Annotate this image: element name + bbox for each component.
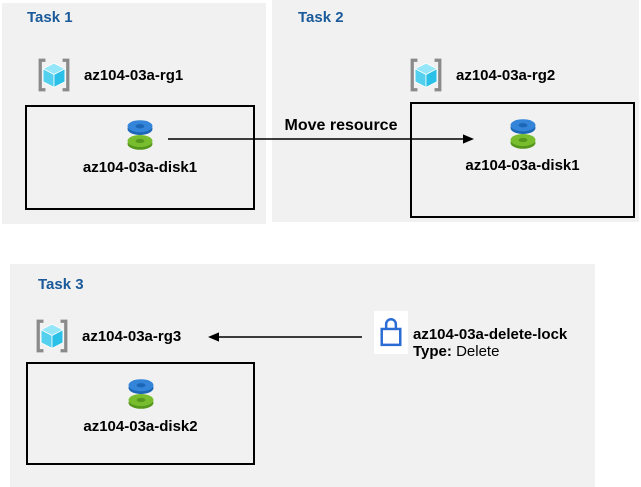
disk-1-box: az104-03a-disk1 — [25, 105, 255, 210]
delete-lock-type: Type: Delete — [413, 343, 567, 360]
resource-group-1-label: az104-03a-rg1 — [84, 66, 184, 84]
resource-group-icon — [38, 58, 70, 92]
resource-group-1-row: az104-03a-rg1 — [35, 56, 183, 94]
task-2-panel: Task 2 az104-03a-rg2 — [272, 0, 639, 222]
disk-1-label: az104-03a-disk1 — [82, 159, 198, 176]
delete-lock-type-value: Delete — [456, 343, 500, 360]
move-resource-label: Move resource — [284, 117, 398, 134]
managed-disk-icon — [504, 114, 541, 159]
resource-group-3-row: az104-03a-rg3 — [33, 317, 181, 355]
resource-group-2-row: az104-03a-rg2 — [407, 56, 555, 94]
task-1-panel: Task 1 az104-03a-rg1 — [2, 3, 266, 224]
disk-3-label: az104-03a-disk2 — [83, 418, 198, 435]
resource-group-3-label: az104-03a-rg3 — [82, 327, 182, 345]
lock-icon — [374, 311, 408, 354]
task-3-panel: Task 3 az104-03a-rg3 — [10, 264, 595, 487]
managed-disk-icon — [122, 115, 159, 160]
task-1-title: Task 1 — [27, 9, 73, 26]
managed-disk-icon — [122, 374, 159, 419]
delete-lock-type-label: Type: — [413, 343, 452, 360]
delete-lock-name: az104-03a-delete-lock — [413, 326, 568, 343]
disk-2-box: az104-03a-disk1 — [410, 102, 635, 218]
task-2-title: Task 2 — [298, 9, 344, 26]
delete-lock-text: az104-03a-delete-lock Type: Delete — [413, 326, 567, 360]
task-3-title: Task 3 — [38, 276, 84, 293]
resource-group-icon — [36, 319, 68, 353]
resource-group-2-label: az104-03a-rg2 — [456, 66, 556, 84]
resource-group-icon — [410, 58, 442, 92]
disk-2-label: az104-03a-disk1 — [465, 157, 580, 174]
disk-3-box: az104-03a-disk2 — [26, 362, 255, 465]
